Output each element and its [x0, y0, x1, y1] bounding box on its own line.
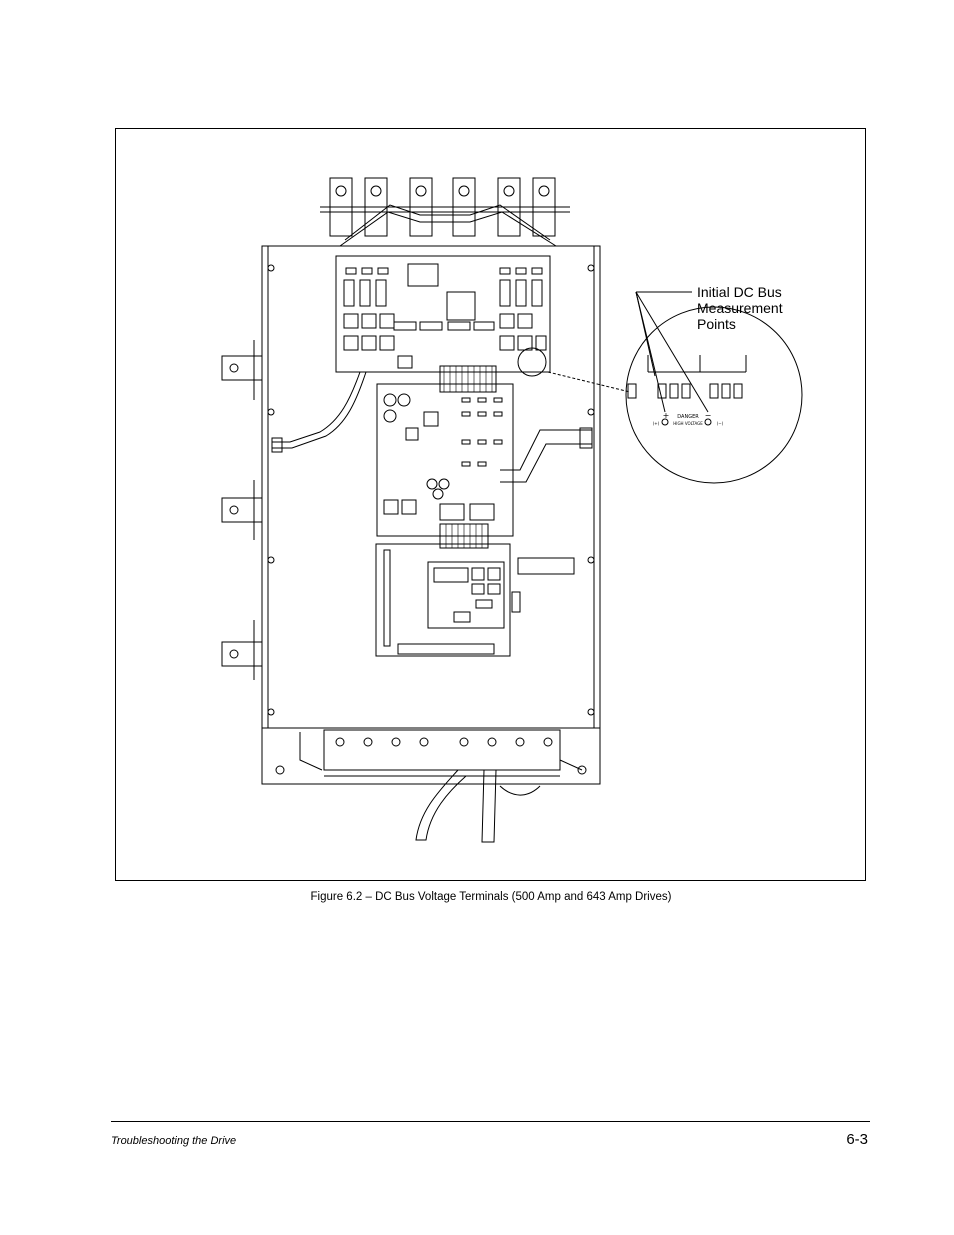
right-ribbon: [500, 429, 592, 471]
left-lug-top: [221, 355, 263, 381]
magnified-terminals: [627, 355, 747, 426]
svg-text:(−): (−): [717, 421, 724, 426]
left-lug-bottom: [221, 641, 263, 667]
callout-line-2: Measurement: [697, 300, 783, 316]
magnifier-labels: + − DANGER HIGH VOLTAGE (+) (−): [653, 411, 724, 426]
nameplate: [517, 557, 575, 575]
svg-text:(+): (+): [653, 421, 660, 426]
svg-text:−: −: [705, 411, 712, 420]
footer-divider: [111, 1121, 870, 1122]
callout-line-3: Points: [697, 316, 736, 332]
callout-pointers: [635, 291, 709, 413]
bottom-bus: [261, 727, 601, 843]
callout-label: Initial DC Bus Measurement Points: [697, 284, 807, 332]
power-board: [335, 255, 551, 373]
figure-caption: Figure 6.2 – DC Bus Voltage Terminals (5…: [310, 891, 672, 903]
left-lug-middle: [221, 497, 263, 523]
page-number: 6-3: [846, 1131, 868, 1148]
svg-text:DANGER: DANGER: [677, 414, 699, 420]
figure-frame: [115, 128, 866, 881]
wire-harness: [272, 371, 361, 443]
top-power-terminals: [320, 177, 570, 247]
control-board: [376, 383, 514, 537]
svg-text:+: +: [663, 411, 670, 420]
magnifier-circle: [625, 306, 803, 484]
svg-text:HIGH VOLTAGE: HIGH VOLTAGE: [673, 421, 703, 426]
keypad-board: [375, 543, 521, 657]
callout-line-1: Initial DC Bus: [697, 284, 782, 300]
footer-section-title: Troubleshooting the Drive: [111, 1135, 237, 1147]
